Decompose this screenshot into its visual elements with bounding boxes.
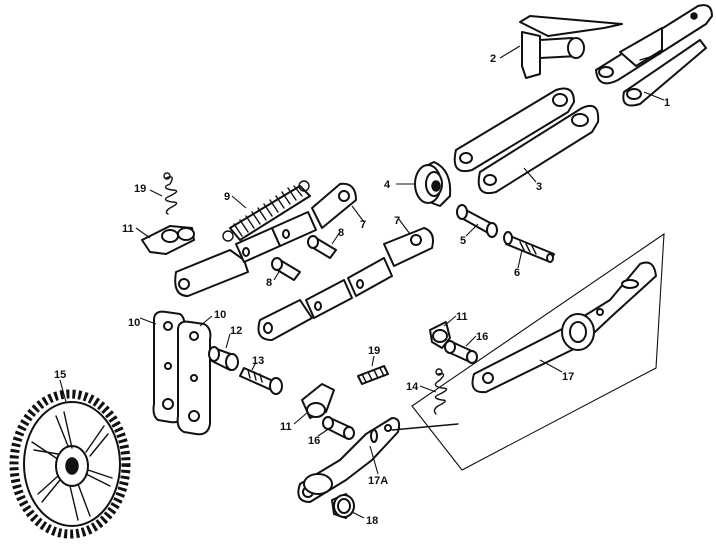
part-16-pin-lower: [322, 416, 355, 440]
callout-4: 4: [384, 179, 391, 191]
part-11-clip-lower: [301, 383, 335, 419]
callout-6: 6: [514, 267, 520, 279]
part-17a-link: [297, 417, 459, 503]
callout-17: 17: [562, 371, 574, 383]
callout-12: 12: [230, 325, 242, 337]
part-8-pins: [271, 235, 337, 281]
callout-2: 2: [490, 53, 496, 65]
callout-10b: 10: [214, 309, 226, 321]
leader-lines: [59, 45, 665, 519]
callout-16a: 16: [308, 435, 320, 447]
part-4-roller: [414, 161, 452, 207]
part-11-clip-upper: [141, 225, 195, 255]
callout-1: 1: [664, 97, 670, 109]
part-16-pin-right: [444, 340, 478, 364]
part-19-spring-upper: [163, 172, 178, 215]
callout-3: 3: [536, 181, 542, 193]
part-5-pin: [456, 204, 498, 238]
callout-10a: 10: [128, 317, 140, 329]
callout-15: 15: [54, 369, 66, 381]
callout-17a: 17A: [368, 475, 388, 487]
part-1-arm: [595, 4, 713, 107]
part-19-spring-lower: [357, 365, 389, 385]
callout-5: 5: [460, 235, 466, 247]
callout-19a: 19: [134, 183, 146, 195]
callout-14: 14: [406, 381, 419, 393]
part-15-gear: [9, 389, 131, 539]
part-11-clip-right: [429, 321, 451, 349]
callout-labels: 1 2 3 4 5 6 7 7 8 8 9 10 10 11 11 11 12 …: [54, 53, 670, 527]
callout-11a: 11: [122, 223, 134, 235]
callout-8b: 8: [266, 277, 272, 289]
part-3-link-plates: [453, 87, 600, 194]
part-17-link: [411, 232, 665, 471]
part-13-bolt: [239, 367, 283, 395]
callout-13: 13: [252, 355, 264, 367]
callout-7a: 7: [360, 219, 366, 231]
part-6-bolt: [503, 231, 555, 263]
part-18-bushing: [331, 493, 355, 519]
part-7-chain-lower: [257, 227, 434, 341]
part-14-spring: [433, 368, 448, 415]
callout-18: 18: [366, 515, 378, 527]
part-12-sleeve: [208, 346, 239, 371]
callout-11c: 11: [456, 311, 468, 323]
callout-16b: 16: [476, 331, 488, 343]
part-10-straps: [152, 310, 212, 436]
callout-11b: 11: [280, 421, 292, 433]
part-7-chain-upper: [174, 182, 357, 297]
part-2-bracket: [519, 15, 623, 79]
part-9-spring-long: [222, 180, 311, 242]
callout-9: 9: [224, 191, 230, 203]
callout-7b: 7: [394, 215, 400, 227]
callout-19b: 19: [368, 345, 380, 357]
callout-8a: 8: [338, 227, 344, 239]
